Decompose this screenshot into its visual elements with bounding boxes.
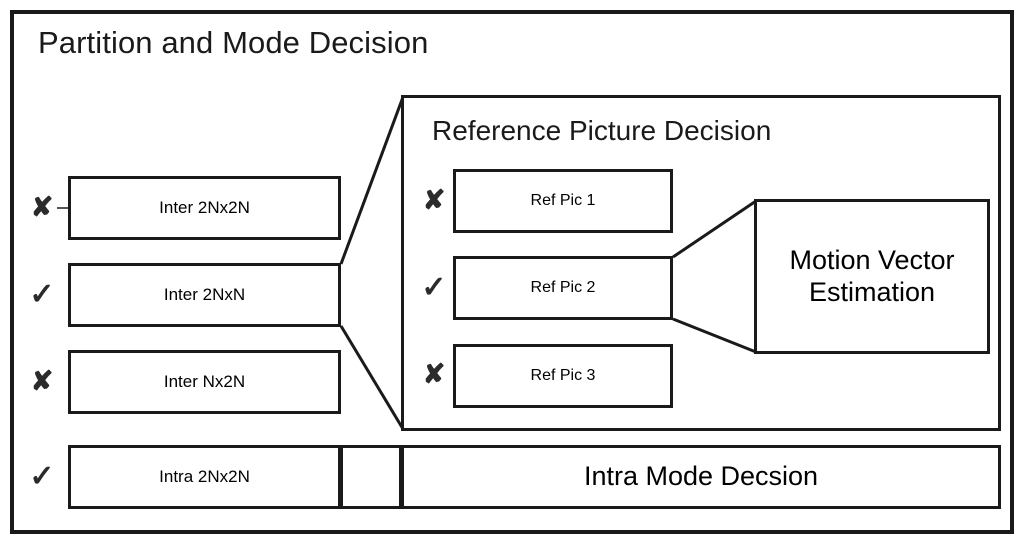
cross-icon: ✘ (30, 366, 54, 396)
ref-pic-label: Ref Pic 2 (530, 278, 596, 296)
ref-pic-box-3[interactable]: Ref Pic 3 (453, 344, 673, 408)
mode-box-label: Inter Nx2N (163, 372, 246, 392)
ref-pic-label: Ref Pic 3 (530, 366, 596, 384)
motion-vector-line-2: Estimation (808, 276, 936, 307)
cross-icon: ✘ (422, 185, 446, 215)
page-title: Partition and Mode Decision (38, 25, 429, 60)
check-icon: ✓ (421, 271, 447, 304)
mode-box-label: Intra 2Nx2N (159, 467, 250, 487)
motion-vector-estimation-box[interactable]: Motion Vector Estimation (754, 199, 990, 354)
mode-box-label: Inter 2NxN (163, 285, 246, 305)
check-icon: ✓ (29, 460, 55, 493)
mode-box-inter-2nxn[interactable]: Inter 2NxN (68, 263, 341, 327)
mode-box-inter-2nx2n[interactable]: Inter 2Nx2N (68, 176, 341, 240)
mode-box-intra-2nx2n[interactable]: Intra 2Nx2N (68, 445, 341, 509)
intra-mode-decision-label: Intra Mode Decsion (583, 461, 819, 492)
ref-pic-box-2[interactable]: Ref Pic 2 (453, 256, 673, 320)
motion-vector-line-1: Motion Vector (789, 245, 955, 276)
mode-box-inter-nx2n[interactable]: Inter Nx2N (68, 350, 341, 414)
mode-box-label: Inter 2Nx2N (159, 198, 250, 218)
cross-icon: ✘ (422, 359, 446, 389)
check-icon: ✓ (29, 278, 55, 311)
intra-mode-decision-box[interactable]: Intra Mode Decsion (401, 445, 1001, 509)
ref-pic-label: Ref Pic 1 (530, 191, 596, 209)
ref-pic-box-1[interactable]: Ref Pic 1 (453, 169, 673, 233)
spacer-box (340, 445, 402, 509)
reference-picture-decision-title: Reference Picture Decision (432, 115, 772, 146)
cross-icon: ✘ (30, 192, 54, 222)
